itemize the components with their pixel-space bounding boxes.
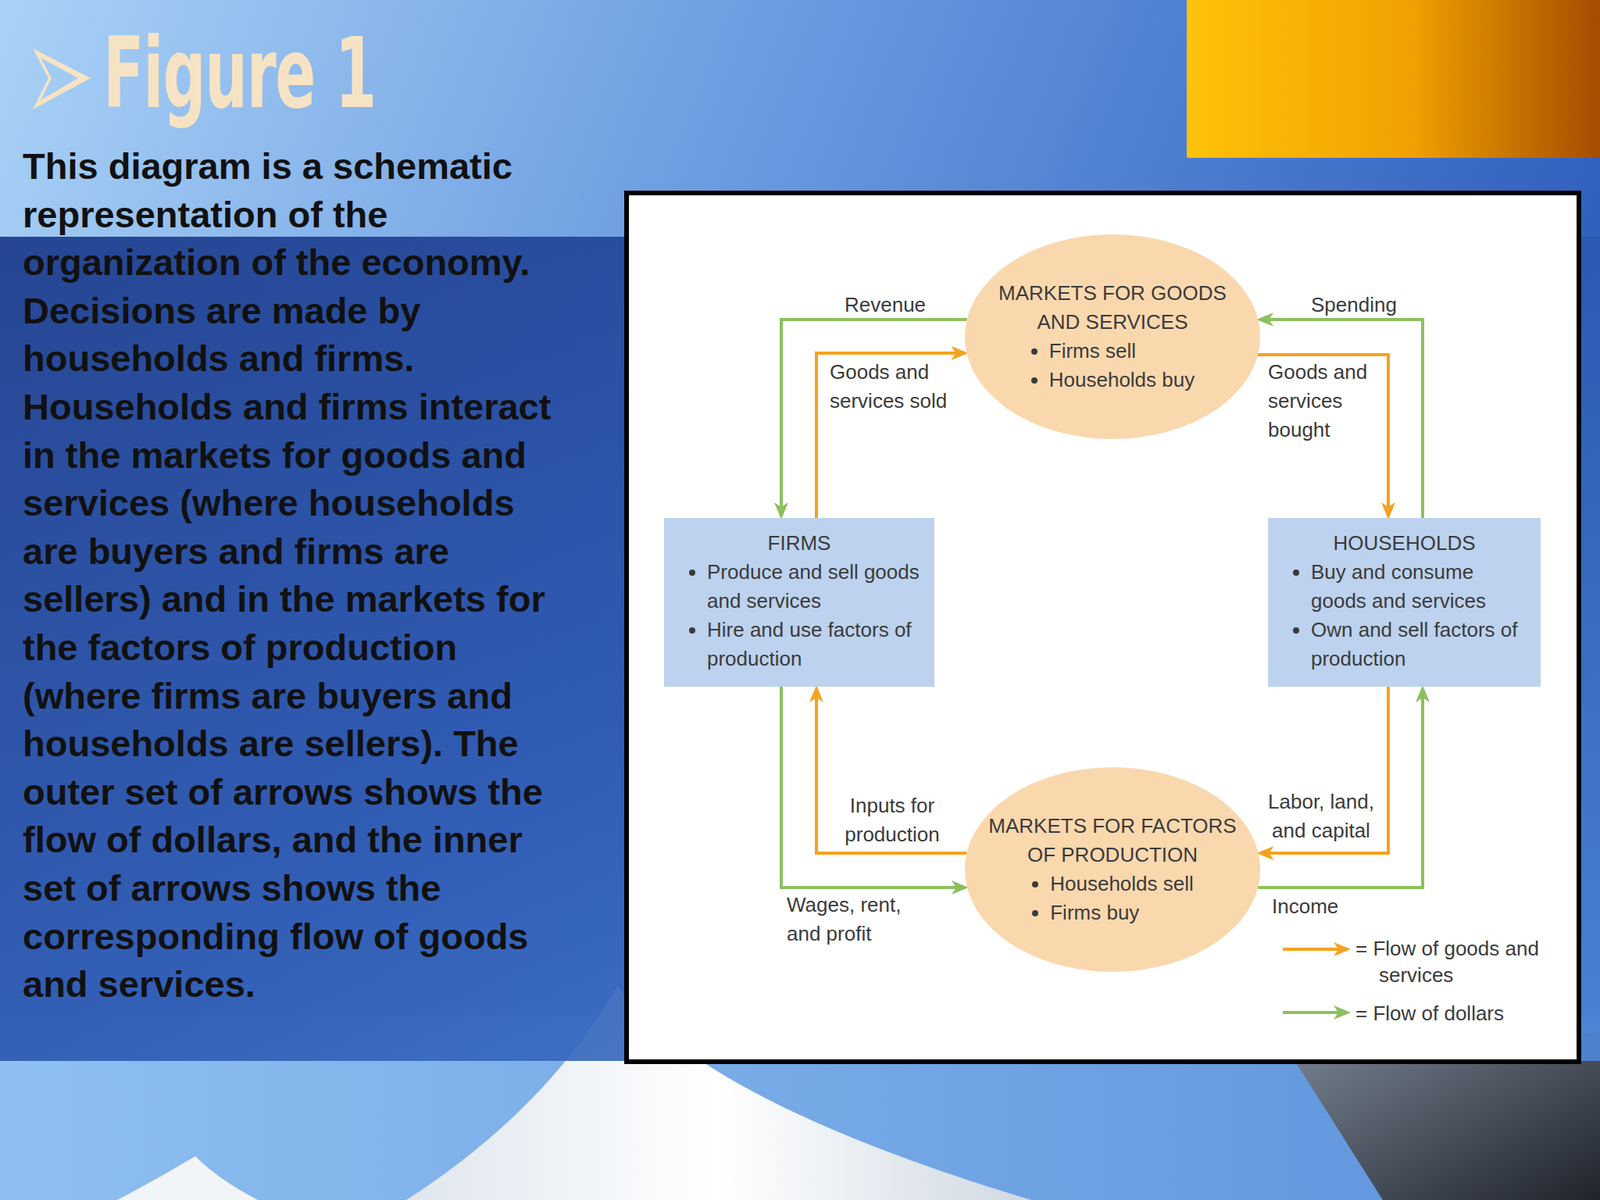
flow-label: Revenue — [844, 290, 954, 320]
flow-arrow — [816, 692, 967, 854]
legend-swatch-arrow — [1282, 1010, 1343, 1015]
diagram-frame: MARKETS FOR GOODS AND SERVICESFirms sell… — [624, 190, 1582, 1065]
flow-label: Goods and services sold — [829, 357, 967, 416]
bullet-list: Produce and sell goods and servicesHire … — [664, 557, 935, 674]
legend-swatch-arrow — [1282, 947, 1343, 951]
legend-text: = Flow of goods and services — [1355, 935, 1543, 989]
ellipse-fill — [964, 234, 1261, 440]
flow-arrow — [781, 686, 961, 888]
node-content: MARKETS FOR FACTORS OF PRODUCTIONHouseho… — [983, 811, 1242, 928]
flow-label: Goods and services bought — [1267, 357, 1401, 445]
legend-text: = Flow of dollars — [1355, 1000, 1543, 1027]
caption-text: This diagram is a schematic representati… — [22, 142, 570, 1009]
flow-label: Income — [1271, 892, 1382, 922]
bullet-item: Hire and use factors of production — [707, 615, 927, 674]
slide-title: Figure 1 — [103, 17, 376, 130]
market-ellipse: MARKETS FOR GOODS AND SERVICESFirms sell… — [964, 234, 1261, 440]
flow-label: Spending — [1310, 290, 1421, 320]
bullet-list: Firms sellHouseholds buy — [1030, 336, 1195, 395]
node-heading: MARKETS FOR GOODS AND SERVICES — [983, 278, 1242, 337]
bullet-item: Firms sell — [1049, 336, 1195, 366]
node-heading: FIRMS — [664, 528, 935, 558]
node-content: HOUSEHOLDSBuy and consume goods and serv… — [1267, 528, 1541, 674]
bullet-item: Own and sell factors of production — [1310, 615, 1533, 674]
node-content: MARKETS FOR GOODS AND SERVICESFirms sell… — [983, 278, 1242, 395]
bullet-list: Households sellFirms buy — [1031, 869, 1194, 928]
bullet-item: Households sell — [1050, 869, 1194, 899]
bullet-item: Firms buy — [1050, 898, 1194, 928]
flow-arrow — [781, 319, 968, 512]
market-ellipse: MARKETS FOR FACTORS OF PRODUCTIONHouseho… — [964, 767, 1261, 972]
ellipse-outline — [964, 234, 1261, 440]
agent-box: FIRMSProduce and sell goods and services… — [664, 517, 935, 687]
ellipse-outline — [964, 767, 1261, 972]
bullet-item: Buy and consume goods and services — [1310, 557, 1533, 616]
node-heading: MARKETS FOR FACTORS OF PRODUCTION — [983, 811, 1242, 870]
bullet-item: Households buy — [1049, 365, 1195, 395]
flow-arrow — [1264, 319, 1423, 518]
node-heading: HOUSEHOLDS — [1267, 528, 1541, 558]
ellipse-fill — [964, 767, 1261, 972]
bullet-list: Buy and consume goods and servicesOwn an… — [1267, 557, 1541, 674]
tent-roof — [117, 1156, 258, 1200]
bullet-item: Produce and sell goods and services — [707, 557, 927, 616]
title-arrow-bullet — [32, 48, 91, 110]
agent-box: HOUSEHOLDSBuy and consume goods and serv… — [1267, 517, 1541, 687]
flow-label: Labor, land, and capital — [1253, 787, 1389, 846]
node-content: FIRMSProduce and sell goods and services… — [664, 528, 935, 674]
flow-label: Inputs for production — [833, 791, 951, 850]
flow-label: Wages, rent, and profit — [786, 890, 928, 949]
orange-block — [1186, 0, 1600, 158]
